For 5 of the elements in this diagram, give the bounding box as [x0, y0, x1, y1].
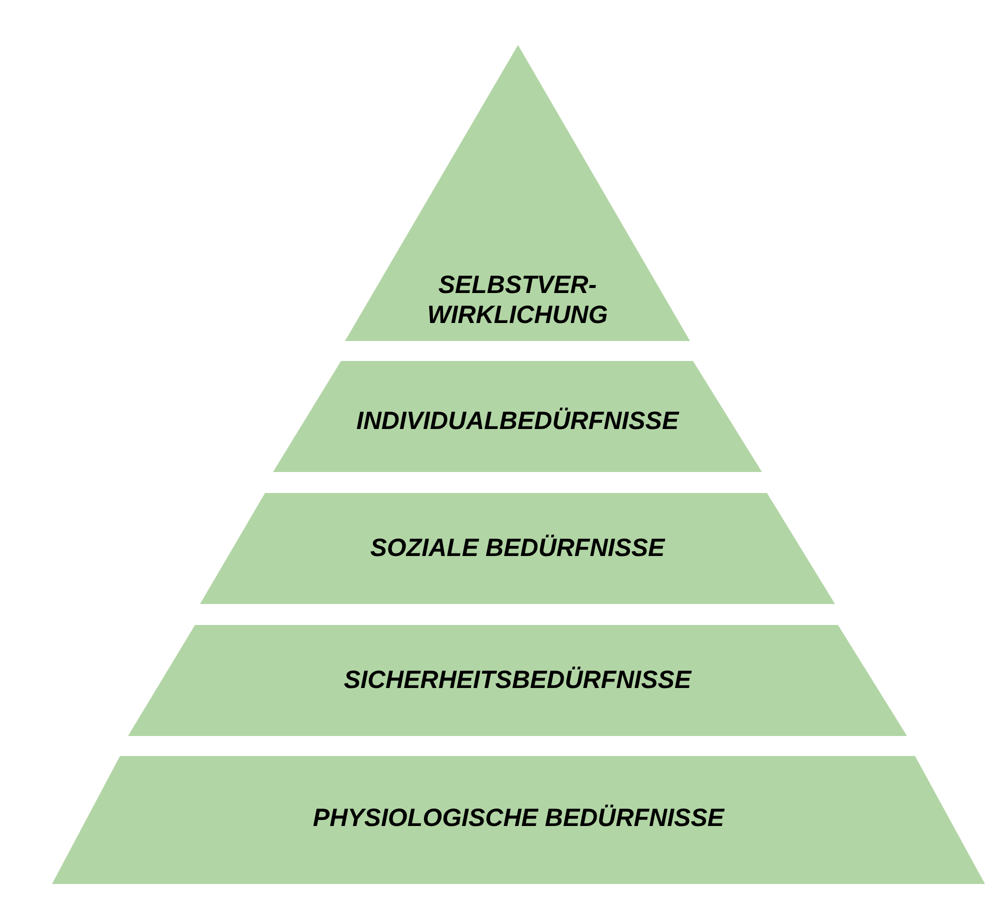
- level-label: SELBSTVER- WIRKLICHUNG: [426, 270, 609, 330]
- level-label: SOZIALE BEDÜRFNISSE: [370, 533, 665, 563]
- level-label: INDIVIDUALBEDÜRFNISSE: [356, 406, 679, 436]
- level-label: PHYSIOLOGISCHE BEDÜRFNISSE: [312, 803, 724, 833]
- level-label: SICHERHEITSBEDÜRFNISSE: [344, 665, 692, 695]
